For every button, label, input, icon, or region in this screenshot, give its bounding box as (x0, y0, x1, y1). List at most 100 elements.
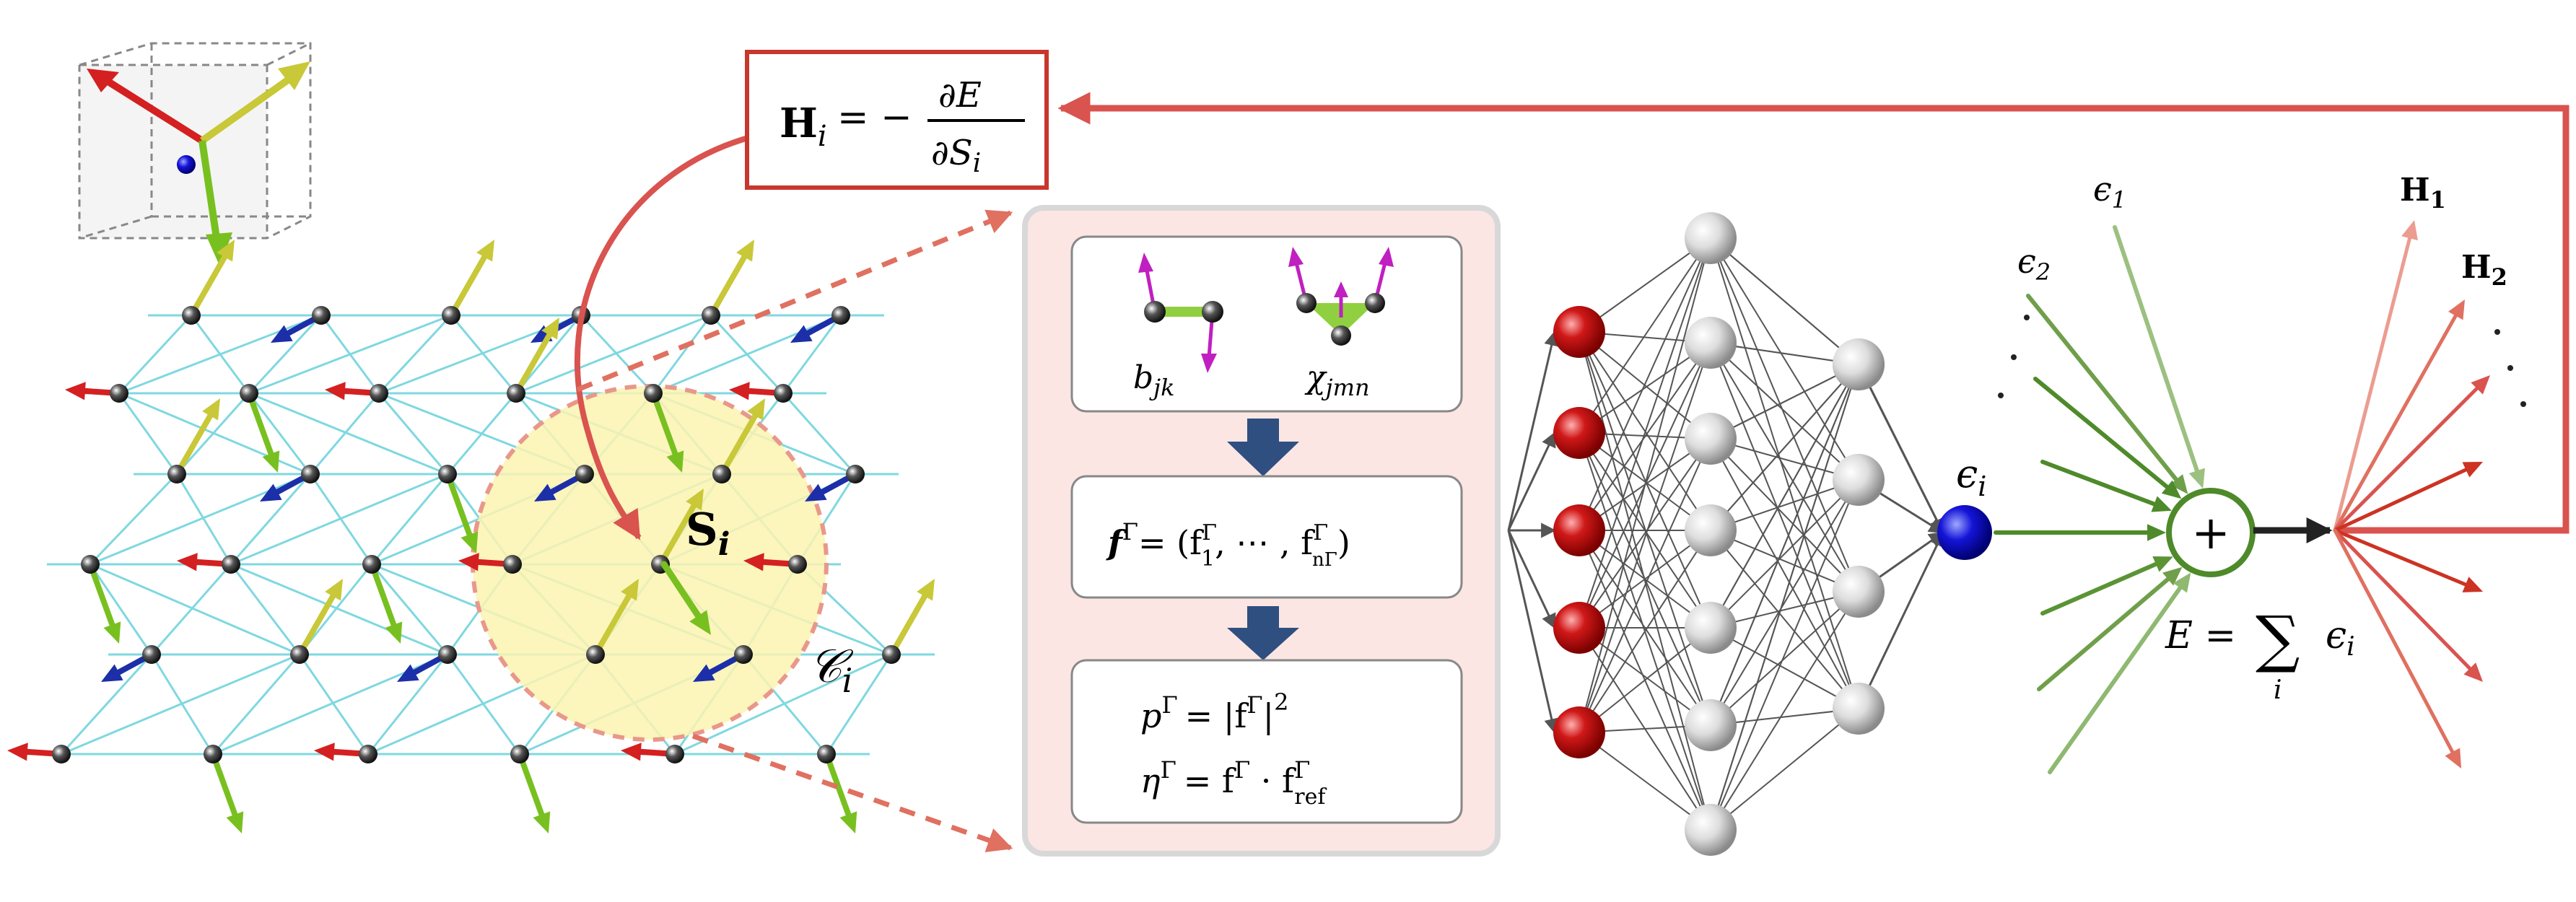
spin-arrow (174, 398, 220, 477)
lattice-bond (450, 315, 518, 394)
lattice-bond (782, 315, 842, 394)
spin-arrow (297, 579, 343, 657)
lattice-site (788, 555, 807, 574)
nn-input-link (1507, 330, 1559, 531)
neural-network (1507, 212, 1992, 856)
local-energy-arrow (2033, 377, 2182, 499)
spin-arrow (369, 561, 403, 644)
nn-weight (1857, 531, 1944, 709)
hidden-neuron (1685, 212, 1737, 264)
cube-green-spin-arrow (198, 140, 232, 267)
nn-weight (1710, 438, 1859, 709)
spin-arrow (246, 390, 280, 473)
local-energy-label: ϵi (1956, 451, 1986, 502)
lattice-site (110, 384, 128, 403)
lattice-bond (248, 314, 452, 395)
local-energy-arrow (2048, 572, 2191, 774)
nn-weight (1579, 432, 1711, 531)
local-field-arrow (2333, 220, 2418, 533)
local-field-arrow (2333, 528, 2461, 769)
spin-arrow (210, 751, 244, 833)
lattice-bond (377, 393, 449, 475)
spin-arrow (650, 390, 684, 473)
nn-weight (1710, 364, 1859, 831)
lattice-site (507, 384, 525, 403)
lattice-site (167, 465, 186, 483)
sum-symbol: + (2191, 507, 2230, 560)
h-ellipsis (2494, 329, 2526, 407)
nn-weight (1710, 364, 1859, 439)
chirality-label: χjmn (1304, 359, 1370, 401)
nn-weight (1579, 237, 1711, 531)
nn-weight (1579, 438, 1711, 629)
svg-text:Hi: Hi (780, 100, 827, 153)
step-arrow-1 (1227, 419, 1299, 476)
hidden-neuron (1685, 317, 1737, 369)
lattice-site (359, 745, 377, 763)
nn-weight (1579, 331, 1711, 726)
nn-weight (1710, 342, 1859, 481)
lattice-bond (825, 654, 893, 755)
lattice-site (665, 745, 684, 763)
power-spectrum-box (1070, 659, 1463, 824)
lattice-bond (377, 314, 453, 395)
lattice-bond (89, 473, 311, 566)
lattice-site (846, 465, 865, 483)
nn-weight (1710, 237, 1859, 481)
nn-weight (1579, 342, 1711, 733)
lattice-bond (230, 473, 448, 566)
spin-arrow (517, 751, 551, 833)
nn-weight (1710, 591, 1859, 831)
hidden-neuron (1685, 413, 1737, 465)
nn-weight (1710, 530, 1859, 709)
hidden-neuron (1685, 504, 1737, 556)
feature-vector-box (1070, 475, 1463, 599)
lattice-bond (309, 393, 380, 475)
h2-label: H2 (2461, 249, 2507, 291)
svg-text:∂E: ∂E (938, 75, 982, 115)
lattice-site (301, 465, 320, 483)
nn-weight (1579, 331, 1711, 629)
nn-weight (1579, 342, 1711, 531)
lattice-site (712, 465, 731, 483)
nn-weight (1710, 479, 1859, 531)
nn-weight (1579, 627, 1711, 726)
lattice-bond (150, 564, 232, 655)
nn-input-link (1507, 530, 1560, 735)
input-neuron (1553, 504, 1605, 556)
bond-glyph (1138, 253, 1223, 373)
cluster-label: 𝒞i (808, 640, 854, 700)
cube-yellow-spin-arrow (200, 61, 310, 144)
nn-weight (1579, 331, 1711, 831)
nn-weight (1579, 237, 1711, 434)
spin-arrow (719, 398, 765, 477)
feedback-arrow (1057, 92, 2570, 534)
nn-weight (1857, 364, 1944, 534)
hidden-neuron (1685, 699, 1737, 751)
nn-weight (1710, 530, 1859, 592)
lattice-bond (230, 564, 301, 655)
local-energy-arrow (1994, 524, 2166, 541)
lattice-bond (515, 314, 712, 395)
step-arrow-2 (1227, 606, 1299, 660)
lattice-site (438, 465, 457, 483)
local-energy-arrow (2040, 556, 2173, 616)
h1-label: H1 (2400, 172, 2446, 214)
nn-weight (1710, 364, 1859, 726)
lattice-site (831, 306, 850, 325)
lattice-bond (89, 564, 153, 655)
hidden-neuron (1833, 683, 1885, 735)
hidden-neuron (1685, 804, 1737, 856)
local-energy-arrow (2037, 566, 2183, 691)
nn-weight (1710, 479, 1859, 726)
nn-weight (1579, 530, 1711, 629)
lattice-site (734, 645, 753, 664)
lattice-bond (118, 314, 193, 395)
lattice-site (52, 745, 71, 763)
local-field-outputs (2333, 220, 2490, 769)
lattice-site (510, 745, 529, 763)
nn-weight (1710, 342, 1859, 592)
nn-weight (1710, 479, 1859, 831)
input-neuron (1553, 407, 1605, 459)
spin-arrow (87, 561, 121, 644)
